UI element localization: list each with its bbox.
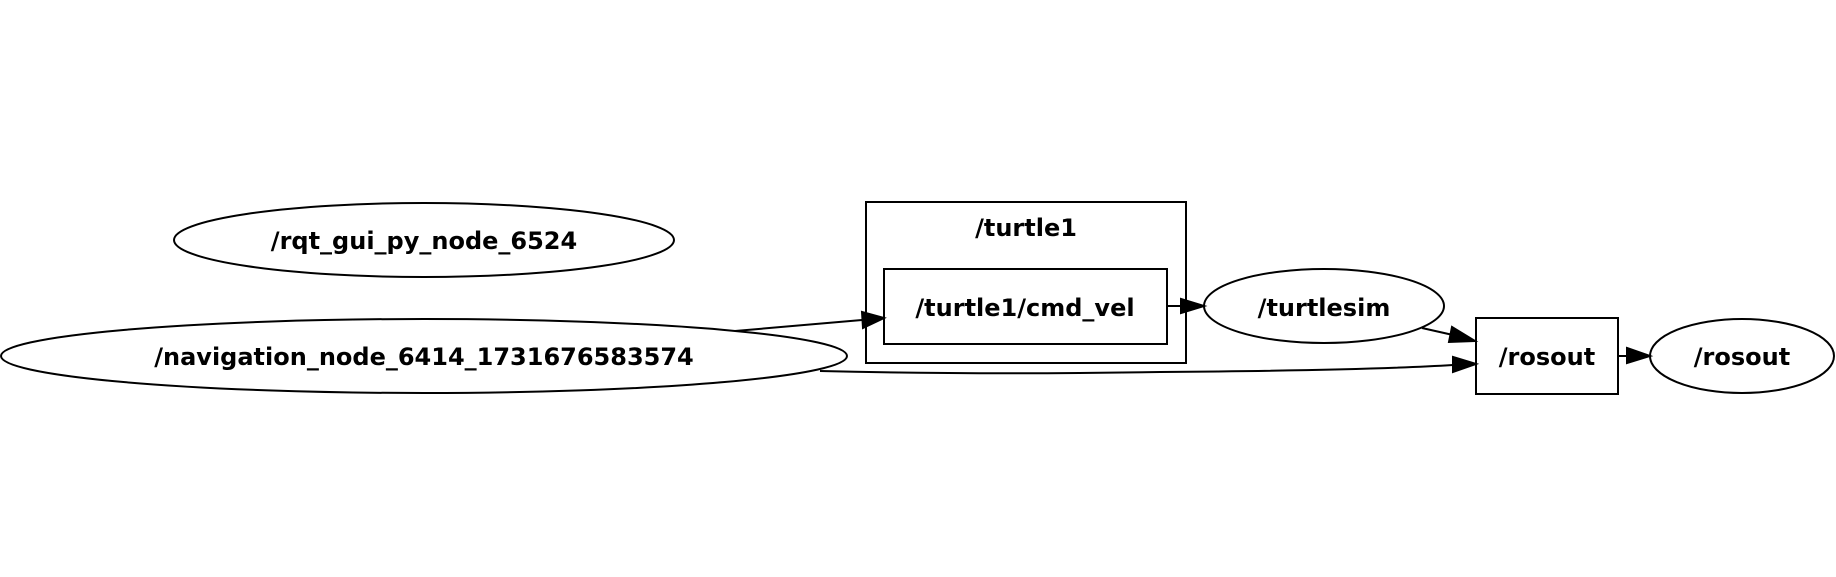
node-navigation[interactable]: /navigation_node_6414_1731676583574: [0, 318, 848, 394]
edge-navigation-to-rosout-line: [819, 364, 1454, 375]
edge-rosout-topic-to-rosout-node-arrowhead: [1626, 346, 1654, 365]
edge-turtlesim-to-rosout-arrowhead: [1447, 325, 1479, 344]
node-navigation-label: /navigation_node_6414_1731676583574: [154, 343, 693, 371]
edge-navigation-to-rosout-arrowhead: [1452, 355, 1480, 374]
node-rqt-gui-py[interactable]: /rqt_gui_py_node_6524: [173, 202, 675, 278]
edge-navigation-to-cmd-vel-arrowhead: [860, 310, 887, 330]
edge-turtlesim-to-rosout: [1421, 325, 1479, 344]
node-rosout-label: /rosout: [1694, 343, 1790, 371]
node-rqt-gui-py-shape: [173, 202, 675, 278]
edge-rosout-topic-to-rosout-node: [1618, 346, 1654, 365]
node-navigation-shape: [0, 318, 848, 394]
topic-turtle1-cmd-vel[interactable]: /turtle1/cmd_vel: [883, 268, 1168, 345]
edge-cmd-vel-to-turtlesim: [1167, 297, 1208, 315]
edge-cmd-vel-to-turtlesim-arrowhead: [1180, 297, 1208, 315]
node-rosout[interactable]: /rosout: [1649, 318, 1835, 394]
edge-navigation-to-cmd-vel-line: [734, 319, 863, 332]
edge-navigation-to-cmd-vel: [734, 310, 887, 332]
edge-turtlesim-to-rosout-line: [1421, 327, 1454, 336]
topic-turtle1-cmd-vel-label: /turtle1/cmd_vel: [915, 294, 1134, 322]
node-rqt-gui-py-label: /rqt_gui_py_node_6524: [271, 227, 577, 255]
topic-rosout-label: /rosout: [1499, 343, 1595, 371]
edge-navigation-to-rosout: [819, 355, 1480, 375]
cluster-turtle1[interactable]: /turtle1: [865, 201, 1187, 364]
node-turtlesim[interactable]: /turtlesim: [1203, 268, 1445, 344]
topic-rosout[interactable]: /rosout: [1475, 317, 1619, 395]
cluster-turtle1-label: /turtle1: [975, 214, 1077, 242]
cluster-turtle1-frame: [865, 201, 1187, 364]
node-turtlesim-label: /turtlesim: [1258, 294, 1391, 322]
